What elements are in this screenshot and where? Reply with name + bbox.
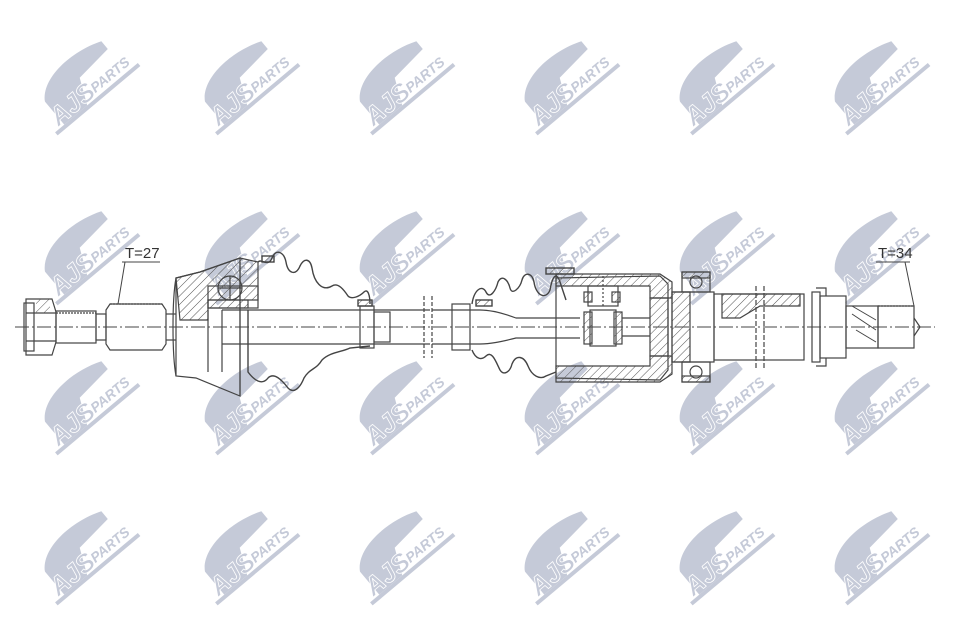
- main-shaft-right: [432, 303, 580, 351]
- outer-boot: [247, 251, 373, 392]
- leader-right: [876, 261, 915, 307]
- left-spline-count-label: T=27: [125, 245, 160, 262]
- leader-left: [117, 261, 160, 305]
- intermediate-shaft: [713, 286, 805, 368]
- outer-cv-joint: [172, 257, 259, 397]
- shaft-break: [423, 296, 433, 358]
- right-spline-count-label: T=34: [878, 245, 913, 262]
- support-bearing: [671, 271, 715, 383]
- right-spline: [845, 305, 921, 349]
- left-spline: [105, 303, 176, 351]
- main-shaft-left: [222, 305, 430, 349]
- inner-boot: [471, 267, 575, 379]
- inner-tripod-joint: [555, 273, 673, 383]
- left-nut: [23, 298, 57, 356]
